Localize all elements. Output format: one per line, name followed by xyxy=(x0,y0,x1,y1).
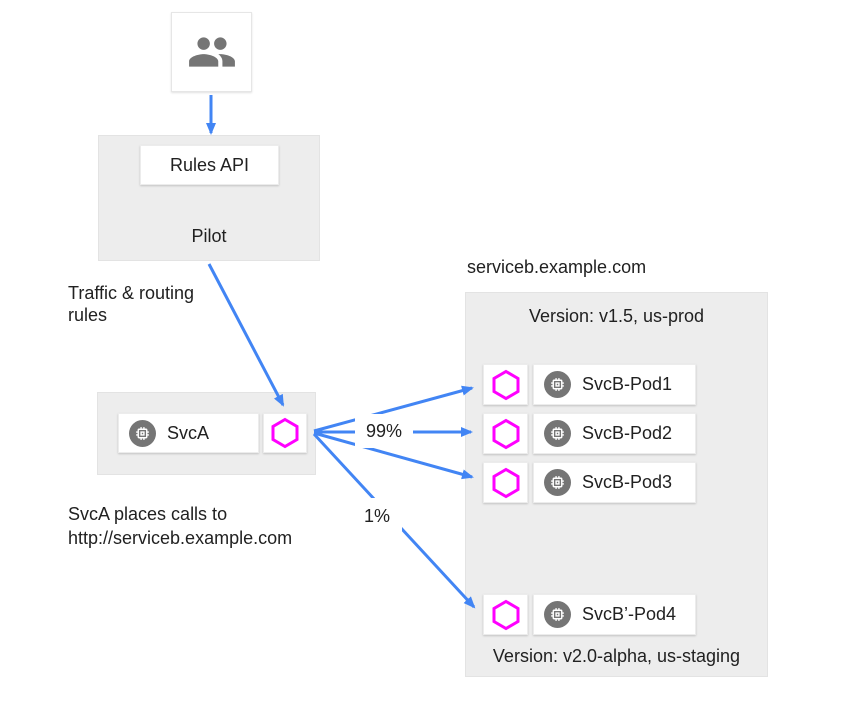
pod4-label: SvcB’-Pod4 xyxy=(582,604,677,624)
envoy-proxy-icon xyxy=(492,418,519,449)
version-staging-label: Version: v2.0-alpha, us-staging xyxy=(492,646,741,666)
pod2-node: SvcB-Pod2 xyxy=(533,413,696,454)
users-icon xyxy=(188,37,235,67)
svca-calls-line1: SvcA places calls to xyxy=(68,504,228,524)
pod4-node: SvcB’-Pod4 xyxy=(533,594,696,635)
svca-node: SvcA xyxy=(118,413,259,453)
chip-icon xyxy=(544,601,571,628)
envoy-proxy-icon xyxy=(492,369,519,400)
serviceb-title: serviceb.example.com xyxy=(467,257,647,277)
envoy-proxy-icon xyxy=(492,599,519,630)
pod1-envoy-node xyxy=(483,364,528,405)
version-prod-label: Version: v1.5, us-prod xyxy=(528,306,705,326)
chip-icon xyxy=(544,371,571,398)
traffic-rules-line2: rules xyxy=(68,305,108,325)
pod1-label: SvcB-Pod1 xyxy=(582,374,673,394)
traffic-split-1-label: 1% xyxy=(352,498,402,534)
pilot-panel: Rules API Pilot xyxy=(98,135,320,261)
chip-icon xyxy=(129,419,156,447)
serviceb-panel: Version: v1.5, us-prod SvcB-Pod1 SvcB-Po… xyxy=(465,292,768,677)
pod1-node: SvcB-Pod1 xyxy=(533,364,696,405)
chip-icon xyxy=(544,420,571,447)
envoy-proxy-icon xyxy=(492,467,519,498)
traffic-split-99-label: 99% xyxy=(355,414,413,448)
pod2-envoy-node xyxy=(483,413,528,454)
svca-envoy-node xyxy=(263,413,307,453)
arrow-pilot-to-envoy xyxy=(207,263,285,407)
svca-calls-label: SvcA places calls to http://serviceb.exa… xyxy=(68,502,292,550)
pod3-label: SvcB-Pod3 xyxy=(582,472,673,492)
pod4-envoy-node xyxy=(483,594,528,635)
chip-icon xyxy=(544,469,571,496)
traffic-rules-line1: Traffic & routing xyxy=(68,283,195,303)
svca-calls-line2: http://serviceb.example.com xyxy=(68,528,293,548)
envoy-proxy-icon xyxy=(271,417,299,449)
pilot-title: Pilot xyxy=(191,226,227,246)
pod3-node: SvcB-Pod3 xyxy=(533,462,696,503)
svca-panel: SvcA xyxy=(97,392,316,475)
traffic-rules-label: Traffic & routing rules xyxy=(68,282,194,326)
svca-label: SvcA xyxy=(167,422,210,443)
users-node xyxy=(171,12,252,92)
pod2-label: SvcB-Pod2 xyxy=(582,423,673,443)
pod3-envoy-node xyxy=(483,462,528,503)
rules-api-node: Rules API xyxy=(140,145,279,185)
rules-api-label: Rules API xyxy=(169,154,250,175)
